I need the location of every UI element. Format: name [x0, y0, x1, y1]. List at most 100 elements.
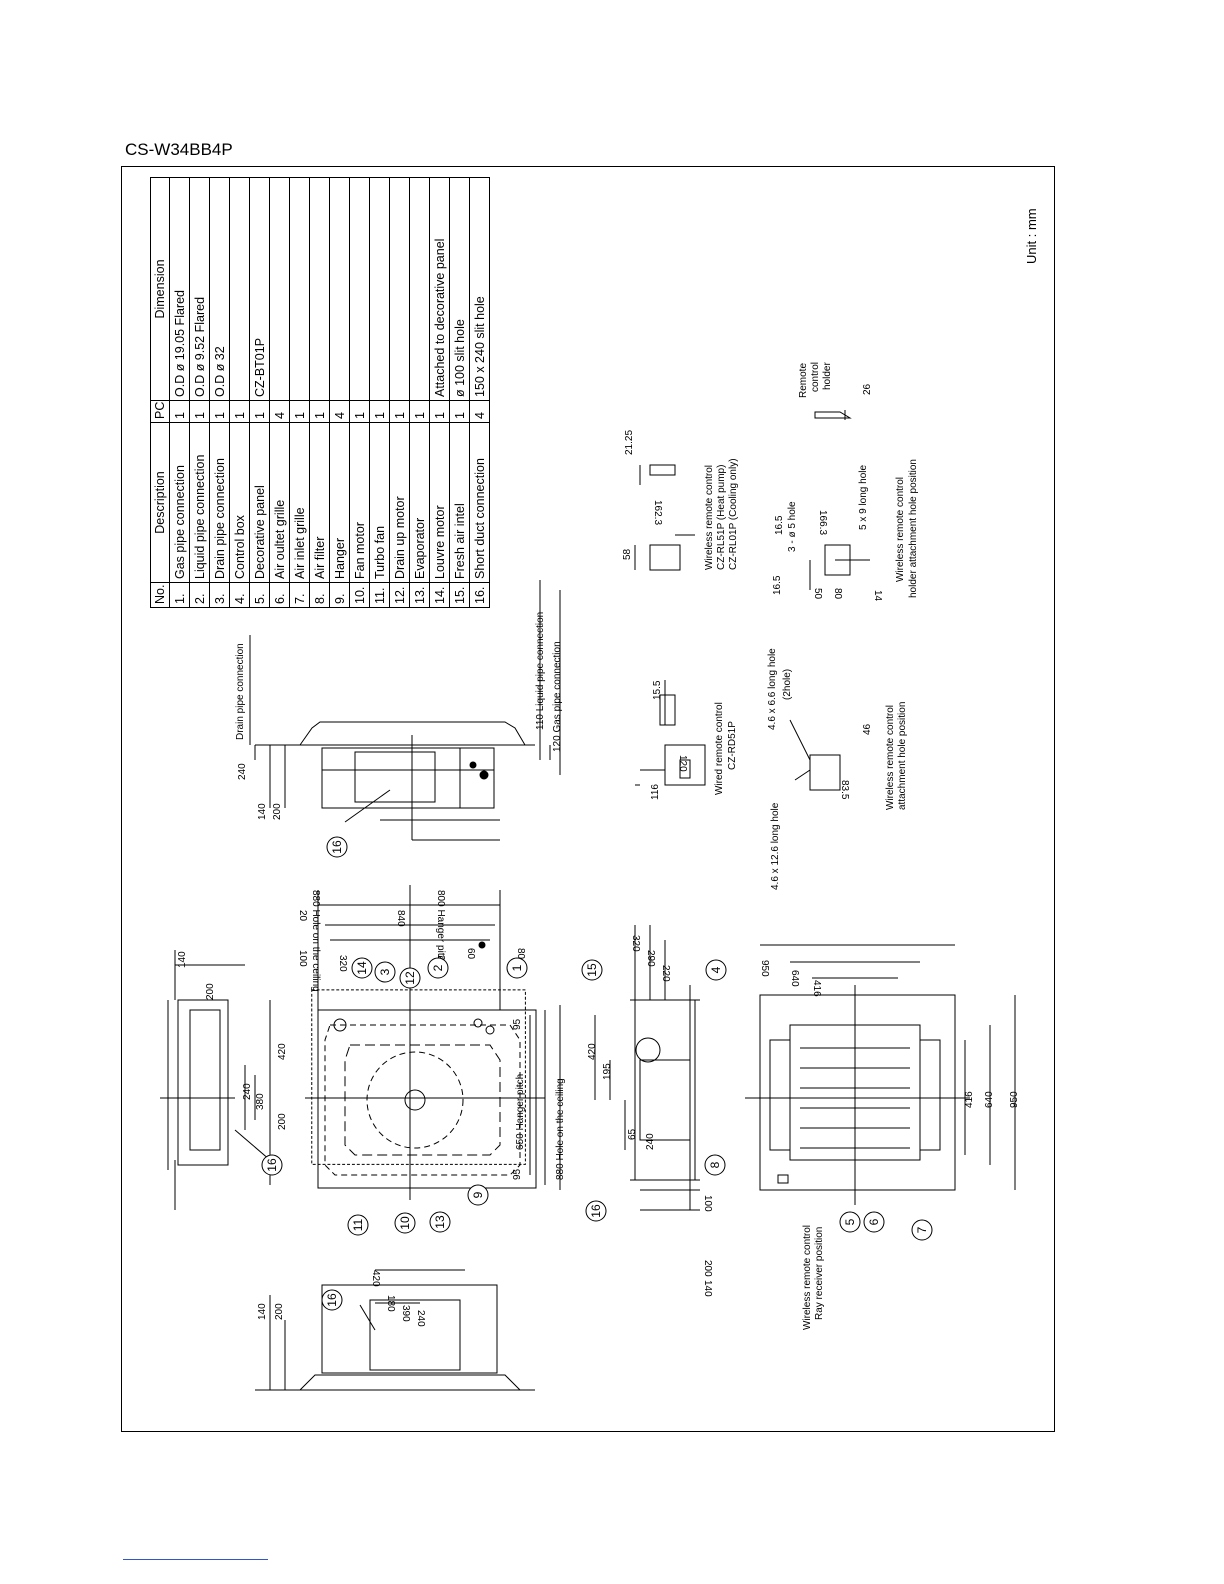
callout-circle	[506, 957, 528, 979]
label-wired-remote-2: CZ-RD51P	[727, 721, 738, 770]
callout-circle	[839, 1211, 861, 1233]
dim-15-5: 15.5	[652, 680, 663, 700]
left-side-view	[160, 950, 271, 1210]
dim-390: 390	[400, 1305, 411, 1322]
label-hanger-pitch-side: 650 Hanger pitch	[515, 1074, 526, 1150]
dim-80: 80	[515, 948, 526, 960]
dim-200: 200	[272, 803, 283, 820]
label-remote-holder-3: holder	[822, 362, 833, 390]
label-wired-attach-2: attachment hole position	[897, 702, 908, 810]
callout-circle	[394, 1212, 416, 1234]
label-remote-holder-2: control	[810, 362, 821, 392]
label-hole-5x9: 5 x 9 long hole	[858, 465, 869, 530]
dim-95b: 95	[512, 1168, 523, 1180]
callout-circle	[261, 1154, 283, 1176]
dim-166-3: 166.3	[817, 510, 828, 535]
dim-58: 58	[622, 548, 633, 560]
footer-rule	[123, 1559, 268, 1560]
dim-240b: 240	[242, 1083, 253, 1100]
callout-number: 14	[355, 961, 369, 975]
label-receiver-2: Ray receiver position	[814, 1227, 825, 1320]
dim-46: 46	[862, 723, 873, 735]
dim-140c: 140	[702, 1280, 713, 1297]
dim-320: 320	[337, 955, 348, 972]
label-hole-46x126: 4.6 x 12.6 long hole	[770, 802, 781, 890]
dim-200b: 200	[205, 983, 216, 1000]
dim-140: 140	[257, 803, 268, 820]
dim-200d: 200	[702, 1260, 713, 1277]
callout-number: 16	[330, 840, 344, 854]
dim-20a: 20	[297, 910, 308, 922]
label-drain-pipe: Drain pipe connection	[235, 643, 246, 740]
dim-95a: 95	[512, 1018, 523, 1030]
callout-number: 11	[351, 1218, 365, 1231]
wireless-remote-drawing	[634, 464, 695, 571]
dim-220: 220	[660, 965, 671, 982]
callout-circle	[705, 959, 727, 981]
label-remote-holder-1: Remote	[798, 363, 809, 398]
callout-number: 7	[915, 1226, 929, 1233]
callout-number: 16	[325, 1293, 339, 1307]
dim-140d: 140	[257, 1303, 268, 1320]
technical-drawing: 240 140 200 200 140 420 240 380 200 20 1…	[160, 362, 1020, 1391]
dim-16-5b: 16.5	[774, 515, 785, 535]
callout-circle	[374, 961, 396, 983]
callout-circle	[429, 1211, 451, 1233]
callout-number: 2	[431, 964, 445, 971]
dim-50: 50	[812, 588, 823, 600]
callout-circle	[427, 957, 449, 979]
dim-100: 100	[297, 950, 308, 967]
decorative-panel-view	[745, 944, 1016, 1205]
label-liquid-pipe: 110 Liquid pipe connection	[535, 612, 546, 730]
lower-side-view	[255, 1269, 535, 1391]
dim-950a: 950	[759, 960, 770, 977]
callout-number: 12	[403, 971, 417, 985]
dim-200c: 200	[277, 1113, 288, 1130]
callout-number: 13	[433, 1215, 447, 1229]
dim-950b: 950	[1009, 1091, 1020, 1108]
label-wired-remote-1: Wired remote control	[714, 702, 725, 795]
dim-420c: 420	[370, 1270, 381, 1287]
callout-number: 5	[843, 1218, 857, 1225]
callout-circle	[585, 1200, 607, 1222]
label-hanger-pitch-top: 800 Hanger pitch	[435, 890, 446, 966]
label-holder-attach-2: holder attachment hole position	[908, 459, 919, 598]
drawing-frame	[121, 166, 1055, 1432]
dimension-labels: 240 140 200 200 140 420 240 380 200 20 1…	[177, 383, 1020, 1327]
dim-80b: 80	[832, 588, 843, 600]
label-hole-3x5: 3 - ø 5 hole	[787, 501, 798, 552]
dim-100b: 100	[702, 1195, 713, 1212]
dim-16-5a: 16.5	[772, 575, 783, 595]
label-wireless-remote-3: CZ-RL01P (Cooling only)	[728, 458, 739, 570]
callout-circle	[704, 1154, 726, 1176]
callout-number: 10	[398, 1216, 412, 1230]
top-plan-view	[305, 885, 561, 1200]
callout-number: 16	[589, 1204, 603, 1218]
dim-416b: 416	[964, 1091, 975, 1108]
dim-416a: 416	[811, 980, 822, 997]
label-receiver-1: Wireless remote control	[802, 1225, 813, 1330]
callout-number: 3	[378, 968, 392, 975]
dim-120: 120	[677, 755, 688, 772]
dim-240c: 240	[645, 1133, 656, 1150]
label-holder-attach-1: Wireless remote control	[895, 477, 906, 582]
dim-320b: 320	[630, 935, 641, 952]
label-hole-46x66: 4.6 x 6.6 long hole	[767, 648, 778, 730]
callout-number: 4	[709, 966, 723, 973]
callout-circle	[399, 967, 421, 989]
label-wireless-remote-2: CZ-RL51P (Heat pump)	[716, 465, 727, 570]
callout-circle	[321, 1289, 343, 1311]
callout-circle	[911, 1219, 933, 1241]
label-gas-pipe: 120 Gas pipe connection	[552, 641, 563, 752]
side-elevation-top	[249, 580, 561, 841]
label-hole-ceiling-top: 880 Hole on the ceiling	[310, 890, 321, 992]
dim-116: 116	[650, 784, 661, 800]
callout-number: 16	[265, 1158, 279, 1172]
dim-140b: 140	[177, 951, 188, 968]
dim-840: 840	[395, 910, 406, 927]
dim-240: 240	[237, 763, 248, 780]
label-wireless-remote-1: Wireless remote control	[704, 465, 715, 570]
callout-circle	[326, 836, 348, 858]
dim-162-3: 162.3	[652, 500, 663, 525]
